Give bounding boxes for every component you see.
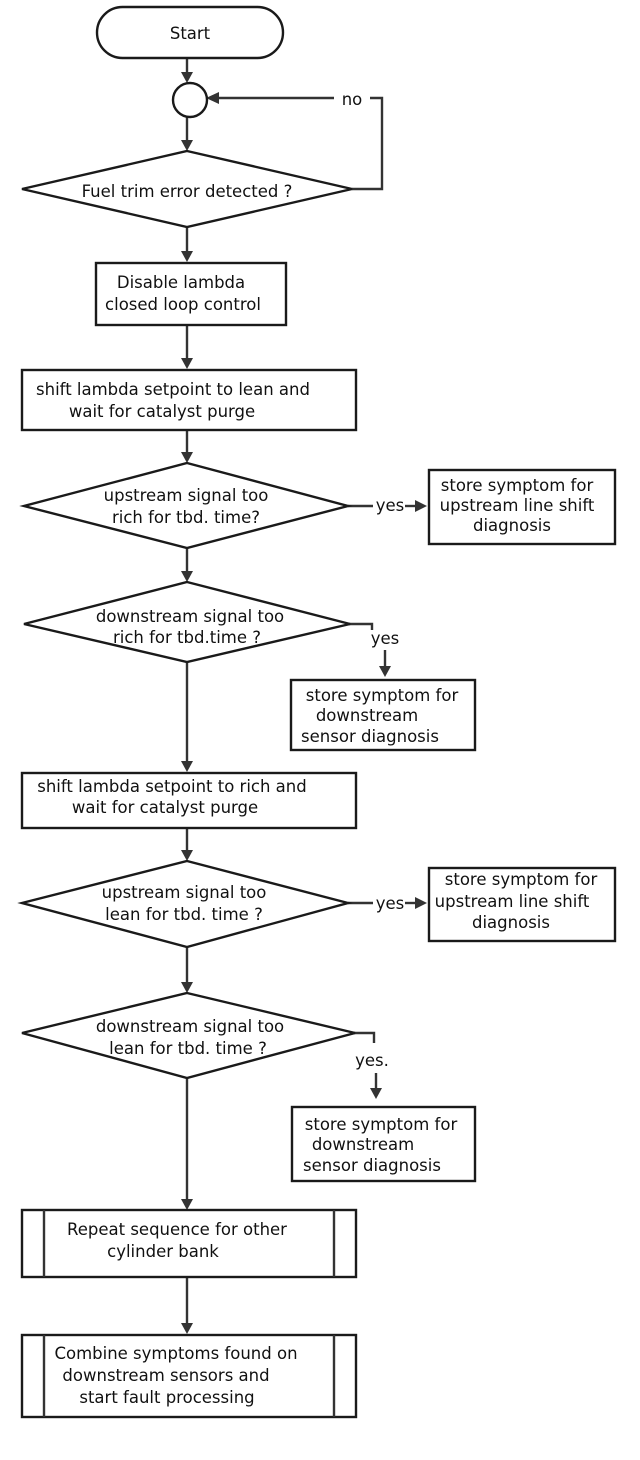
store-upstream-2-line2: upstream line shift: [435, 892, 590, 911]
merge-connector-circle: [171, 81, 209, 119]
subprocess-combine-line3: start fault processing: [79, 1388, 254, 1407]
arrowhead: [181, 251, 193, 262]
decision-downstream-lean-line2: lean for tbd. time ?: [109, 1039, 267, 1058]
yes-label: yes: [371, 629, 400, 648]
decision-upstream-lean-line2: lean for tbd. time ?: [105, 905, 263, 924]
arrowhead: [181, 140, 193, 151]
decision-upstream-rich-line2: rich for tbd. time?: [112, 508, 260, 527]
process-shift-rich-line1: shift lambda setpoint to rich and: [37, 777, 306, 796]
arrowhead: [181, 452, 193, 463]
subprocess-combine: [20, 1333, 358, 1419]
store-upstream-1-line1: store symptom for: [441, 476, 594, 495]
decision-downstream-rich: [23, 580, 351, 664]
process-shift-lean: [20, 368, 358, 432]
arrowhead: [181, 72, 193, 83]
yes-label: yes: [376, 496, 405, 515]
arrowhead: [415, 897, 427, 909]
store-downstream-1-line2: downstream: [316, 706, 418, 725]
subprocess-combine-line1: Combine symptoms found on: [54, 1344, 297, 1363]
connector-downrich-yes: [340, 622, 374, 630]
arrowhead: [181, 571, 193, 582]
arrowhead: [379, 666, 391, 677]
process-shift-lean-line2: wait for catalyst purge: [69, 402, 255, 421]
process-shift-lean-line1: shift lambda setpoint to lean and: [36, 380, 310, 399]
decision-upstream-lean: [17, 859, 353, 949]
decision-fuel-trim: [21, 149, 353, 229]
process-shift-rich: [20, 771, 358, 830]
store-downstream-1-line1: store symptom for: [306, 686, 459, 705]
arrowhead: [181, 1199, 193, 1210]
process-shift-rich-line2: wait for catalyst purge: [72, 798, 258, 817]
yes-label: yes.: [355, 1051, 389, 1070]
arrowhead: [181, 1323, 193, 1334]
arrowhead: [415, 500, 427, 512]
decision-upstream-lean-line1: upstream signal too: [102, 883, 267, 902]
store-upstream-1-line2: upstream line shift: [440, 496, 595, 515]
subprocess-combine-line2: downstream sensors and: [62, 1366, 269, 1385]
process-disable-lambda: [94, 261, 288, 327]
decision-downstream-rich-line2: rich for tbd.time ?: [113, 628, 261, 647]
store-downstream-2-line3: sensor diagnosis: [303, 1156, 441, 1175]
arrowhead: [181, 761, 193, 772]
yes-label: yes: [376, 894, 405, 913]
arrowhead: [181, 358, 193, 369]
arrowhead: [181, 850, 193, 861]
process-disable-line2: closed loop control: [105, 295, 261, 314]
decision-downstream-lean-line1: downstream signal too: [96, 1017, 284, 1036]
decision-upstream-rich: [19, 461, 353, 550]
start-terminal: [95, 5, 285, 60]
process-store-upstream-2: [427, 866, 617, 943]
arrowhead: [181, 982, 193, 993]
process-store-upstream-1: [427, 468, 617, 546]
process-disable-line1: Disable lambda: [117, 273, 245, 292]
arrowhead: [206, 92, 219, 104]
process-store-downstream-1: [289, 678, 477, 752]
store-downstream-2-line1: store symptom for: [305, 1115, 458, 1134]
store-downstream-2-line2: downstream: [312, 1135, 414, 1154]
process-store-downstream-2: [290, 1105, 477, 1183]
subprocess-repeat: [20, 1208, 358, 1279]
decision-upstream-rich-line1: upstream signal too: [104, 486, 269, 505]
decision-fuel-trim-label: Fuel trim error detected ?: [82, 182, 293, 201]
no-label: no: [342, 90, 363, 109]
store-upstream-2-line3: diagnosis: [472, 913, 550, 932]
arrowhead: [370, 1088, 382, 1099]
connector-downlean-yes: [350, 1031, 376, 1043]
store-upstream-1-line3: diagnosis: [473, 516, 551, 535]
store-downstream-1-line3: sensor diagnosis: [301, 727, 439, 746]
connector-no-loop: [352, 96, 384, 191]
subprocess-repeat-line2: cylinder bank: [107, 1242, 219, 1261]
start-label: Start: [170, 24, 211, 43]
store-upstream-2-line1: store symptom for: [445, 870, 598, 889]
subprocess-repeat-line1: Repeat sequence for other: [67, 1220, 287, 1239]
decision-downstream-rich-line1: downstream signal too: [96, 607, 284, 626]
decision-downstream-lean: [21, 991, 356, 1080]
